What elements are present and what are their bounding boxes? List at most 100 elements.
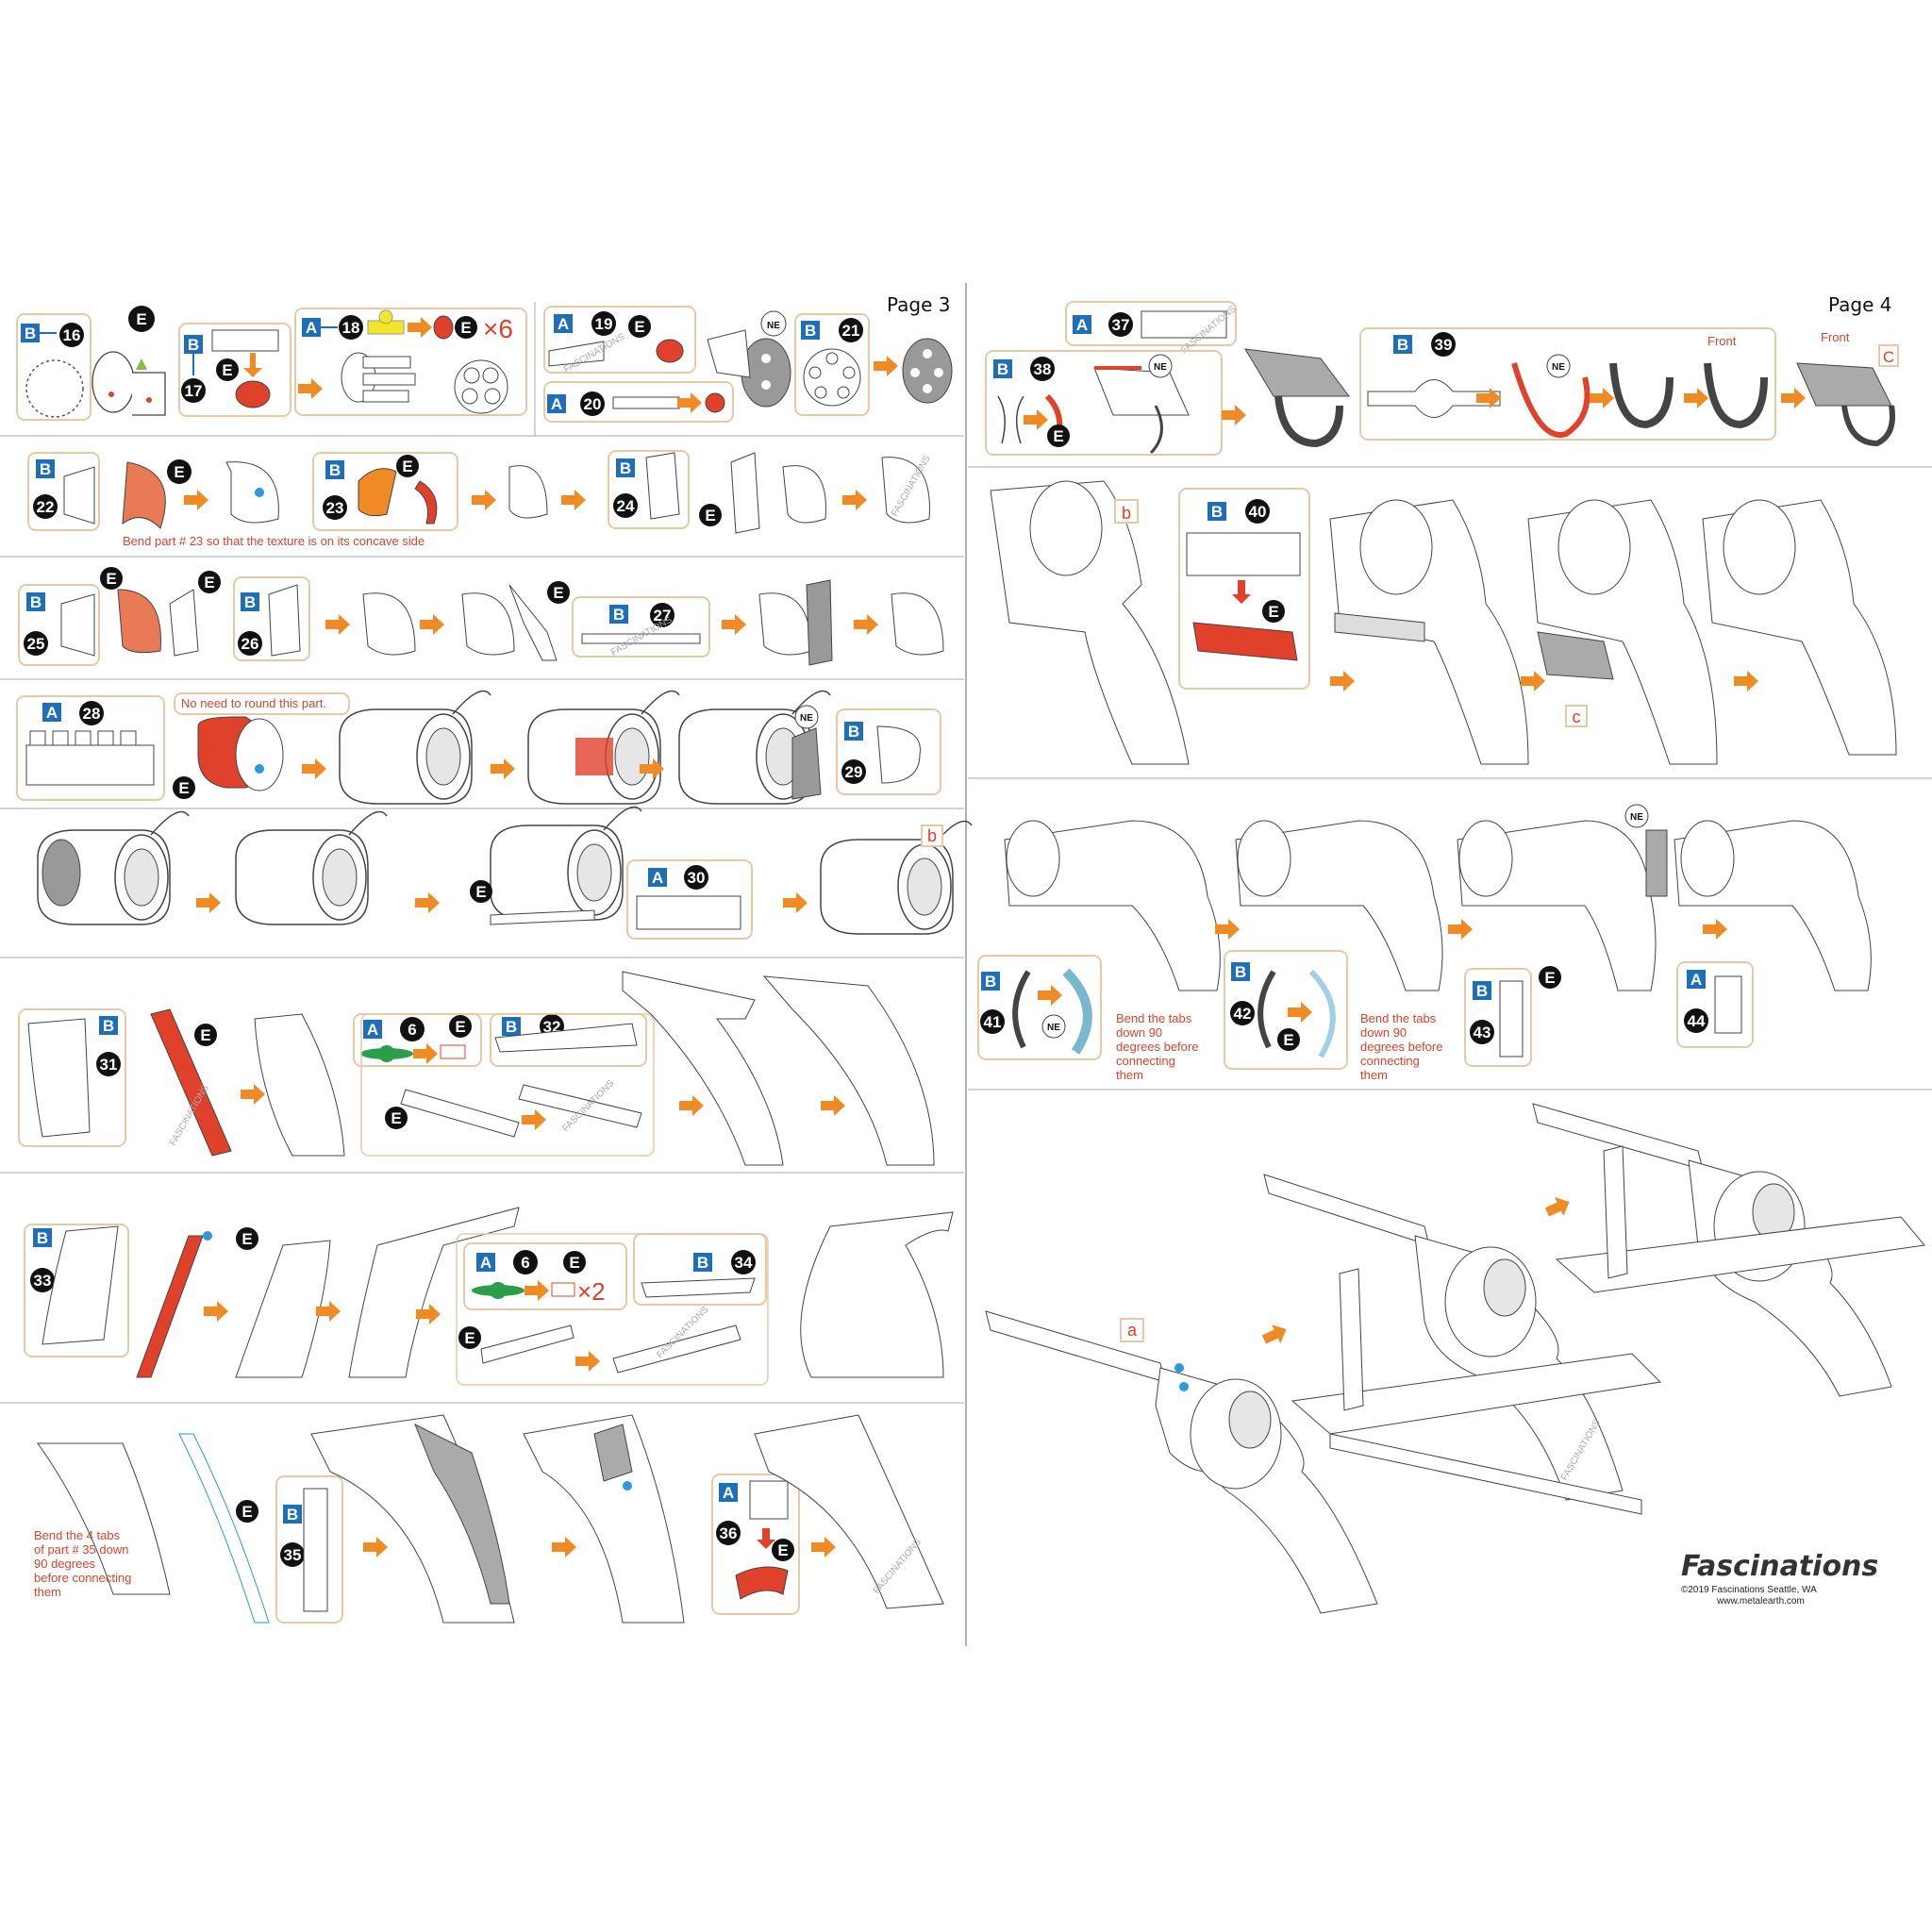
front-label: Front — [1707, 334, 1737, 348]
marker-b: b — [1122, 504, 1131, 523]
step-36-result: FASCINATIONS — [754, 1414, 944, 1609]
sheet-label: A — [723, 1484, 734, 1502]
note-bend-42: Bend the tabs down 90 degrees before con… — [1360, 1011, 1442, 1082]
step-32-assembly: E FASCINATIONS — [360, 1013, 655, 1157]
step-34: B 34 — [633, 1233, 767, 1306]
step-23: B 23 E — [312, 452, 458, 531]
step-28: A 28 — [16, 695, 165, 801]
part-number: 18 — [342, 319, 360, 337]
sheet-label: A — [1076, 316, 1088, 334]
note-line: before connecting — [34, 1571, 131, 1585]
sheet-label: B — [103, 1017, 114, 1035]
part-number: 40 — [1249, 503, 1267, 521]
e-tool-label: E — [777, 1541, 788, 1559]
e-tool-label: E — [475, 883, 486, 901]
step-6-b: A 6 E ×2 — [463, 1242, 627, 1310]
step-33-result — [235, 1240, 331, 1378]
step-25: B 25 E E — [18, 567, 221, 666]
part-number: 43 — [1474, 1024, 1491, 1041]
ne-tool-label: NE — [1552, 362, 1565, 373]
step-31-result — [254, 1013, 345, 1157]
e-tool-label: E — [1544, 969, 1555, 987]
step-41: B 41 NE — [977, 955, 1102, 1060]
step-28-result — [339, 690, 491, 805]
note-line: degrees before — [1116, 1040, 1198, 1054]
step-29-prep — [527, 690, 680, 805]
step-24: B 24 E — [608, 450, 826, 534]
note-line: down 90 — [1360, 1025, 1407, 1040]
sheet-label: A — [1690, 971, 1702, 989]
step-35: B 35 — [275, 1475, 343, 1624]
step-b-row5-b — [235, 810, 388, 925]
part-number: 41 — [984, 1013, 1002, 1031]
sheet-label: B — [188, 336, 199, 354]
ne-tool-label: NE — [1630, 812, 1643, 823]
part-number: 22 — [37, 498, 55, 516]
step-17: B 17 E — [178, 323, 291, 417]
footer: Fascinations ©2019 Fascinations Seattle,… — [1681, 1550, 1878, 1607]
note-bend-41: Bend the tabs down 90 degrees before con… — [1116, 1011, 1198, 1082]
step-42: B 42 E — [1224, 950, 1348, 1070]
note-line: of part # 35 down — [34, 1542, 128, 1557]
part-number: 36 — [720, 1524, 738, 1542]
step-35-prep: E — [37, 1433, 270, 1624]
part-number: 23 — [326, 499, 344, 517]
e-tool-label: E — [242, 1503, 252, 1521]
sheet-label: B — [329, 461, 341, 479]
part-number: 20 — [584, 395, 602, 413]
e-tool-label: E — [106, 570, 116, 588]
step-30-assembly: E — [470, 806, 642, 925]
marker-C: C — [1883, 348, 1894, 366]
e-tool-label: E — [178, 779, 189, 797]
part-number: 30 — [688, 869, 706, 887]
step-22-result — [225, 461, 279, 524]
page-4: Page 4 A 37 FASCINATIONS B 38 E — [968, 293, 1932, 1614]
step-34-prep — [348, 1207, 520, 1378]
sheet-label: B — [620, 459, 631, 477]
sheet-label: A — [306, 319, 317, 337]
note-line: them — [34, 1585, 61, 1599]
step-32-final — [762, 975, 935, 1166]
marker-frame — [921, 824, 943, 847]
e-tool-label: E — [200, 1026, 210, 1044]
row-separators-p4 — [968, 466, 1932, 1091]
sheet-label: B — [1235, 963, 1246, 981]
note-line: connecting — [1360, 1054, 1420, 1068]
row-separators — [0, 302, 964, 1404]
e-tool-label: E — [222, 361, 232, 379]
part-number: 17 — [185, 382, 203, 400]
part-number: 38 — [1034, 360, 1052, 378]
e-tool-label: E — [1053, 427, 1063, 445]
e-tool-label: E — [1283, 1031, 1293, 1049]
step-27-final — [891, 592, 944, 656]
step-16-assembly: E — [92, 306, 166, 416]
website: www.metalearth.com — [1716, 1596, 1805, 1607]
sheet-label: B — [1397, 336, 1408, 354]
step-16: B 16 — [16, 313, 92, 421]
step-23-result — [508, 465, 548, 519]
note-line: Bend the tabs — [1360, 1011, 1437, 1025]
e-tool-label: E — [553, 584, 563, 602]
note-line: connecting — [1116, 1054, 1175, 1068]
part-number: 34 — [735, 1254, 753, 1272]
sheet-label: B — [506, 1018, 517, 1036]
step-38-result — [1244, 348, 1350, 448]
e-tool-label: E — [705, 507, 715, 525]
step-26-27-assembly: E — [461, 581, 570, 661]
marker-c: c — [1573, 708, 1581, 726]
step-b-frame: b — [990, 480, 1190, 765]
sheet-label: B — [37, 1229, 48, 1247]
e-tool-label: E — [455, 1018, 465, 1036]
page-4-header: Page 4 — [1828, 293, 1892, 316]
sheet-label: A — [46, 704, 58, 722]
step-29-assembly: NE — [678, 690, 831, 805]
step-21-result — [902, 338, 953, 404]
e-tool-label: E — [569, 1254, 579, 1272]
step-6-a: A 6 E — [353, 1013, 482, 1067]
sheet-label: A — [551, 395, 562, 413]
step-27: B 27 FASCINATIONS — [572, 596, 710, 658]
part-number: 6 — [521, 1254, 529, 1272]
sheet-label: B — [613, 606, 625, 624]
step-36-assembly — [523, 1414, 685, 1624]
sheet-label: A — [558, 315, 569, 333]
